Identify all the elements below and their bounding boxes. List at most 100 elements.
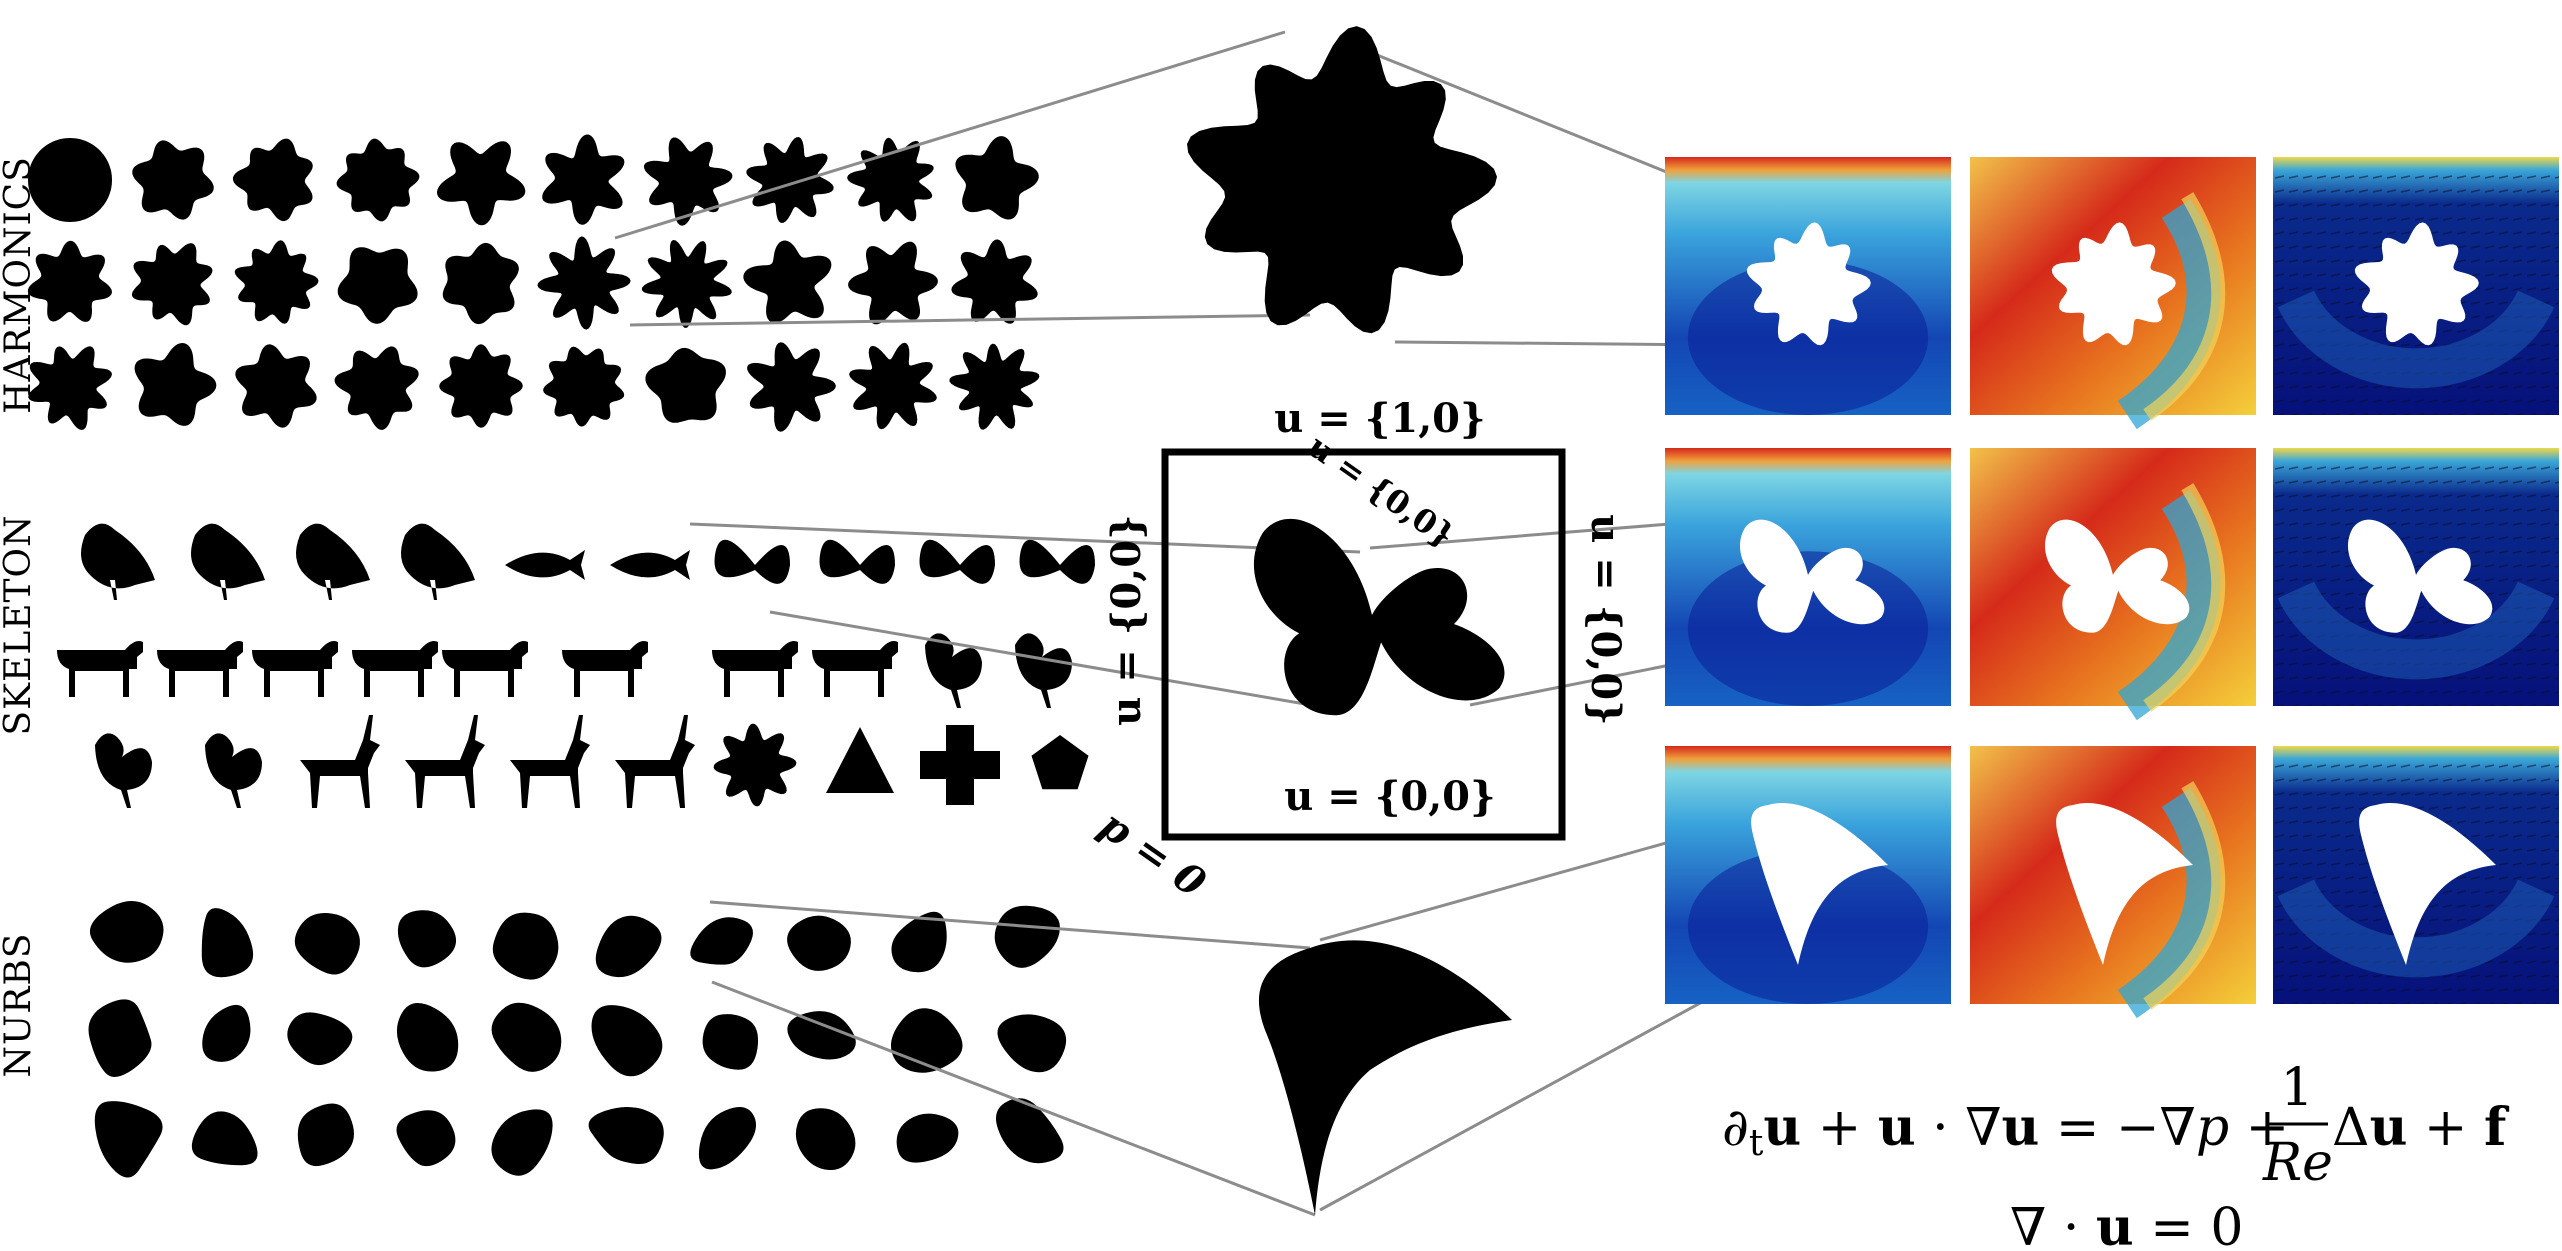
nurbs-shape	[787, 1011, 856, 1060]
harmonic-shape	[847, 137, 934, 222]
harmonic-shape	[949, 343, 1040, 430]
domain-frame	[1161, 448, 1566, 841]
harmonic-shape	[951, 239, 1038, 324]
harmonic-shape	[641, 240, 732, 328]
nurbs-shape	[698, 1106, 757, 1170]
field-panel-r1-c2	[1970, 157, 2256, 430]
nurbs-shape	[201, 908, 254, 978]
fraction-denominator: Re	[2262, 1133, 2333, 1193]
harmonic-shape	[437, 141, 526, 226]
skeleton-shape	[95, 733, 152, 808]
harmonic-shape	[28, 138, 112, 222]
bc-outlet: p = 0	[1091, 801, 1214, 907]
skeleton-shape	[296, 523, 370, 600]
nurbs-shape	[995, 1098, 1064, 1164]
nurbs-shape	[595, 915, 662, 978]
nurbs-shape	[690, 917, 753, 965]
skeleton-shape	[560, 641, 648, 697]
harmonics-shape-grid	[27, 134, 1040, 432]
skeleton-shape	[300, 715, 380, 808]
skeleton-shape	[350, 641, 438, 697]
nurbs-shape	[191, 1111, 258, 1166]
harmonic-shape	[747, 342, 836, 432]
skeleton-shape	[1019, 539, 1095, 584]
fraction-numerator: 1	[2280, 1058, 2313, 1118]
nurbs-shape	[896, 1113, 959, 1163]
zoomed-harmonic-star	[1187, 26, 1497, 334]
harmonic-shape	[28, 346, 112, 430]
skeleton-shape	[925, 633, 982, 708]
skeleton-shape	[826, 727, 894, 793]
nurbs-shape	[491, 1002, 562, 1072]
harmonic-shape	[234, 240, 319, 324]
harmonic-shape	[849, 342, 937, 430]
harmonic-shape	[645, 347, 726, 423]
skeleton-shape	[81, 523, 155, 600]
bc-bottom: u = {0,0}	[1284, 773, 1495, 820]
nurbs-shape	[297, 1103, 354, 1167]
skeleton-shape	[810, 641, 898, 697]
field-panel-r2-c2	[1970, 448, 2256, 721]
nurbs-shape	[94, 1101, 163, 1178]
skeleton-shape	[155, 641, 243, 697]
field-panel-r3-c2	[1970, 746, 2256, 1019]
harmonic-shape	[134, 343, 217, 426]
harmonic-shape	[746, 137, 834, 223]
skeleton-shape-grid	[55, 523, 1095, 808]
harmonic-shape	[848, 241, 938, 325]
nurbs-shape	[890, 1008, 963, 1073]
field-panel-r3-c1	[1665, 746, 1951, 1004]
skeleton-shape	[610, 550, 690, 580]
harmonic-shape	[643, 137, 733, 226]
nurbs-shape	[492, 912, 559, 980]
momentum-lhs: ∂tu + u · ∇u = −∇p +	[1722, 1097, 2289, 1164]
continuity-equation: ∇ · u = 0	[2010, 1197, 2243, 1251]
cavity-domain: u = {1,0} u = {0,0} u = {0,0} u = {0,0} …	[1091, 395, 1629, 907]
harmonic-shape	[334, 346, 419, 430]
skeleton-shape	[615, 715, 695, 808]
nurbs-shape-grid	[88, 900, 1067, 1178]
bc-left: u = {0,0}	[1103, 514, 1150, 725]
connector-lines	[614, 30, 1831, 1217]
skeleton-shape	[710, 641, 798, 697]
field-panel-r2-c3	[2273, 448, 2559, 706]
skeleton-shape	[440, 641, 528, 697]
skeleton-shape	[205, 733, 262, 808]
nurbs-shape	[396, 1110, 456, 1167]
skeleton-shape	[401, 523, 475, 600]
bc-top: u = {1,0}	[1274, 395, 1485, 442]
skeleton-shape	[819, 539, 895, 584]
nurbs-shape	[997, 1014, 1067, 1073]
domain-butterfly	[1253, 518, 1505, 716]
butterfly-shape	[1253, 518, 1505, 716]
nurbs-shape	[891, 911, 947, 973]
nurbs-shape	[396, 1003, 459, 1072]
butterfly-shape	[1739, 519, 1885, 633]
bc-right: u = {0,0}	[1582, 514, 1629, 725]
harmonic-shape	[336, 138, 420, 222]
harmonic-shape	[232, 138, 313, 222]
field-panel-r1-c3	[2273, 157, 2559, 415]
nurbs-shape	[294, 912, 360, 975]
field-panel-r2-c1	[1665, 448, 1951, 706]
harmonic-shape	[131, 243, 213, 326]
skeleton-shape	[510, 715, 590, 808]
flow-field-panels	[1665, 157, 2559, 1019]
skeleton-shape	[713, 723, 797, 807]
skeleton-shape	[1015, 633, 1072, 708]
zoomed-nurbs-shark-fin	[1258, 940, 1512, 1215]
skeleton-shape	[55, 641, 143, 697]
field-panel-r1-c1	[1665, 157, 1951, 415]
nurbs-shape	[202, 1004, 251, 1062]
nurbs-shape	[397, 910, 457, 968]
harmonic-shape	[542, 134, 625, 225]
skeleton-shape	[919, 539, 995, 584]
nurbs-shape	[787, 915, 851, 971]
nurbs-shape	[588, 1106, 664, 1165]
nurbs-shape	[287, 1012, 353, 1066]
harmonic-shape	[537, 236, 631, 330]
nurbs-shape	[591, 1005, 663, 1077]
harmonic-shape	[743, 240, 832, 324]
field-panel-r3-c3	[2273, 746, 2559, 1004]
